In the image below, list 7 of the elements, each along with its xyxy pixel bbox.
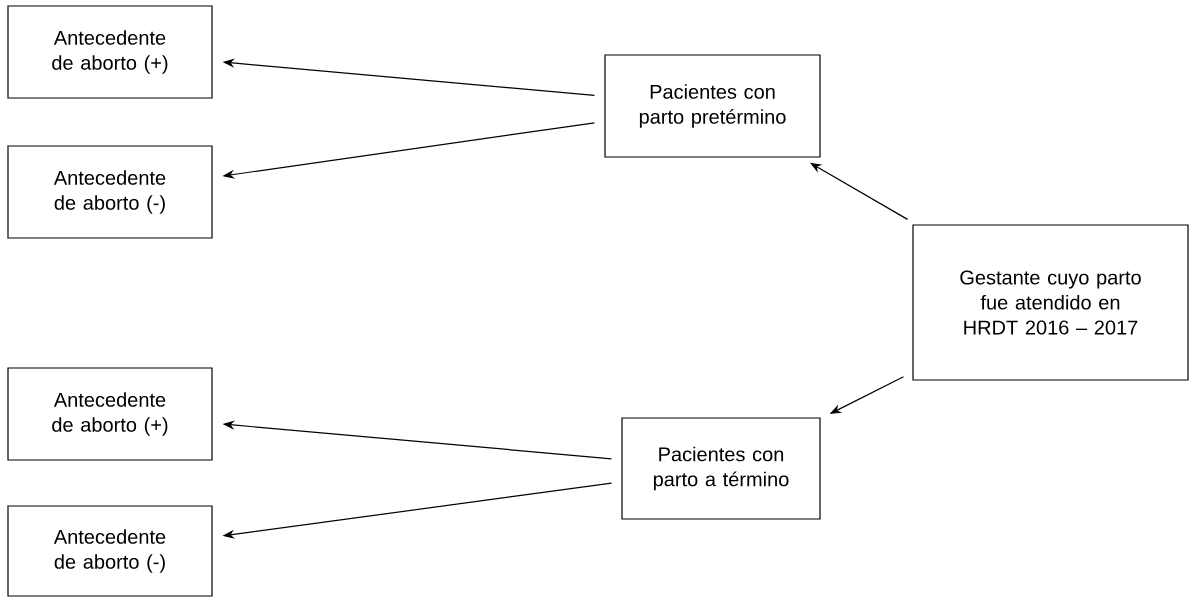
text-box: Antecedente de aborto (+) [7,5,213,99]
text-box: Antecedente de aborto (+) [7,367,213,461]
text-box: Gestante cuyo parto fue atendido en HRDT 2016 – 2017 [912,224,1189,381]
text-box: Antecedente de aborto (-) [7,505,213,597]
text-box: Pacientes con parto pretérmino [604,54,821,158]
text-box: Antecedente de aborto (-) [7,145,213,239]
text-box: Pacientes con parto a término [621,417,821,520]
